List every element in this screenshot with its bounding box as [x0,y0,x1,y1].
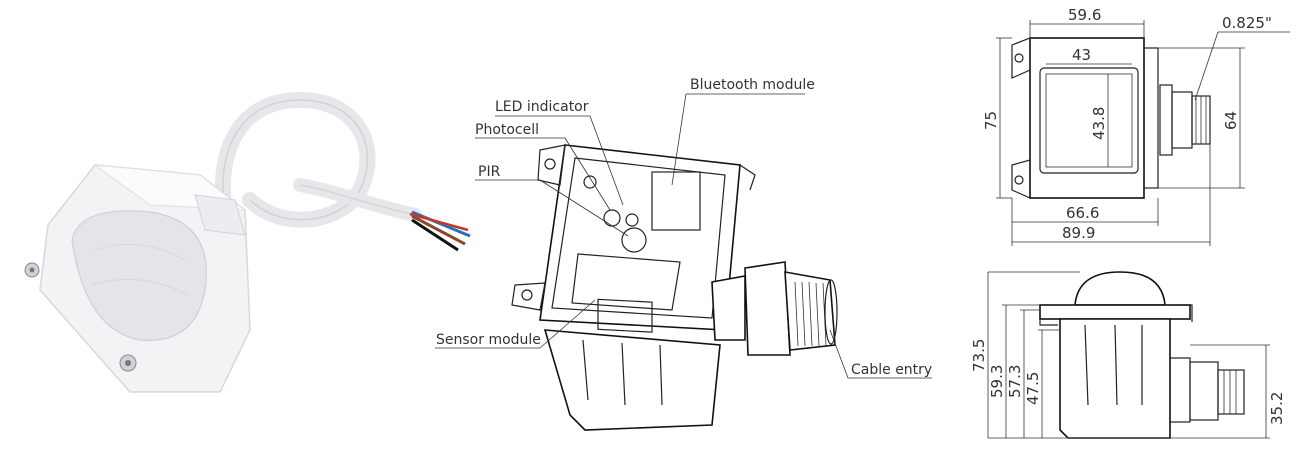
led [583,175,597,189]
dim-64: 64 [1222,111,1240,130]
bluetooth-module-board [651,171,701,231]
top-view-drawing: 59.6 0.825" 43 75 43.8 64 66.6 89.9 [982,6,1290,246]
black-wire [411,218,459,252]
bluetooth-module-label: Bluetooth module [690,77,815,93]
dim-43-8: 43.8 [1090,107,1108,140]
sensor-module-board [571,253,681,311]
led-indicator-label: LED indicator [495,99,589,115]
dim-43: 43 [1072,46,1091,64]
dim-35-2: 35.2 [1268,392,1286,425]
dim-0-825: 0.825" [1222,14,1272,32]
dim-89-9: 89.9 [1062,224,1095,242]
brown-wire [411,214,466,246]
side-view-drawing: 73.5 59.3 57.3 47.5 35.2 [970,271,1286,439]
open-housing-view: Bluetooth module LED indicator Photocell… [435,77,932,431]
pir-lens [71,210,207,342]
dim-75: 75 [982,111,1000,130]
cable-gland [711,261,838,356]
product-photo [24,91,471,393]
dim-57-3: 57.3 [1006,365,1024,398]
dim-73-5: 73.5 [970,339,988,372]
dim-66-6: 66.6 [1066,204,1099,222]
dim-59-3: 59.3 [988,365,1006,398]
pir-label: PIR [478,164,501,180]
photocell-label: Photocell [475,122,539,138]
cable-entry-label: Cable entry [851,362,932,378]
red-wire [409,212,469,232]
sensor-module-label: Sensor module [436,332,541,348]
dim-59-6: 59.6 [1068,6,1101,24]
pir-sensor [621,227,647,253]
dim-47-5: 47.5 [1024,372,1042,405]
